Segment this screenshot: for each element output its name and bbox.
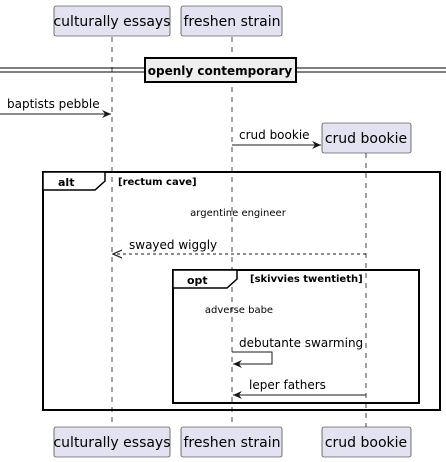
participant-label: culturally essays: [53, 14, 170, 30]
alt-note: argentine engineer: [190, 208, 287, 219]
opt-note: adverse babe: [205, 305, 273, 316]
participant-top-culturally-essays: culturally essays: [53, 5, 171, 37]
alt-fragment: alt [rectum cave] argentine engineer: [42, 171, 441, 411]
lifelines: [111, 37, 367, 428]
divider-label: openly contemporary: [148, 64, 293, 78]
participant-label: freshen strain: [184, 14, 281, 30]
alt-keyword: alt: [58, 176, 74, 189]
message-leper-fathers: leper fathers: [233, 378, 366, 399]
divider: openly contemporary: [0, 57, 446, 83]
message-label: crud bookie: [239, 128, 310, 142]
participant-label: crud bookie: [325, 435, 407, 451]
opt-keyword: opt: [187, 274, 208, 287]
message-label: debutante swarming: [239, 336, 363, 350]
opt-fragment: opt [skivvies twentieth] adverse babe: [172, 269, 420, 404]
participant-top-freshen-strain: freshen strain: [180, 5, 283, 37]
message-label: baptists pebble: [7, 97, 100, 111]
participant-label: freshen strain: [184, 435, 281, 451]
participant-bottom-culturally-essays: culturally essays: [53, 426, 171, 458]
participant-crud-bookie-created: crud bookie: [321, 122, 412, 154]
message-swayed-wiggly: swayed wiggly: [113, 238, 366, 254]
message-baptists-pebble: baptists pebble: [0, 97, 111, 118]
message-debutante-swarming: debutante swarming: [232, 336, 363, 368]
message-label: swayed wiggly: [129, 238, 217, 252]
participant-bottom-crud-bookie: crud bookie: [321, 426, 412, 458]
message-label: leper fathers: [249, 378, 326, 392]
participant-label: crud bookie: [325, 131, 407, 147]
opt-guard: [skivvies twentieth]: [250, 274, 363, 285]
participant-label: culturally essays: [53, 435, 170, 451]
message-create-crud-bookie: crud bookie: [232, 128, 321, 149]
participant-bottom-freshen-strain: freshen strain: [180, 426, 283, 458]
alt-guard: [rectum cave]: [118, 177, 197, 188]
